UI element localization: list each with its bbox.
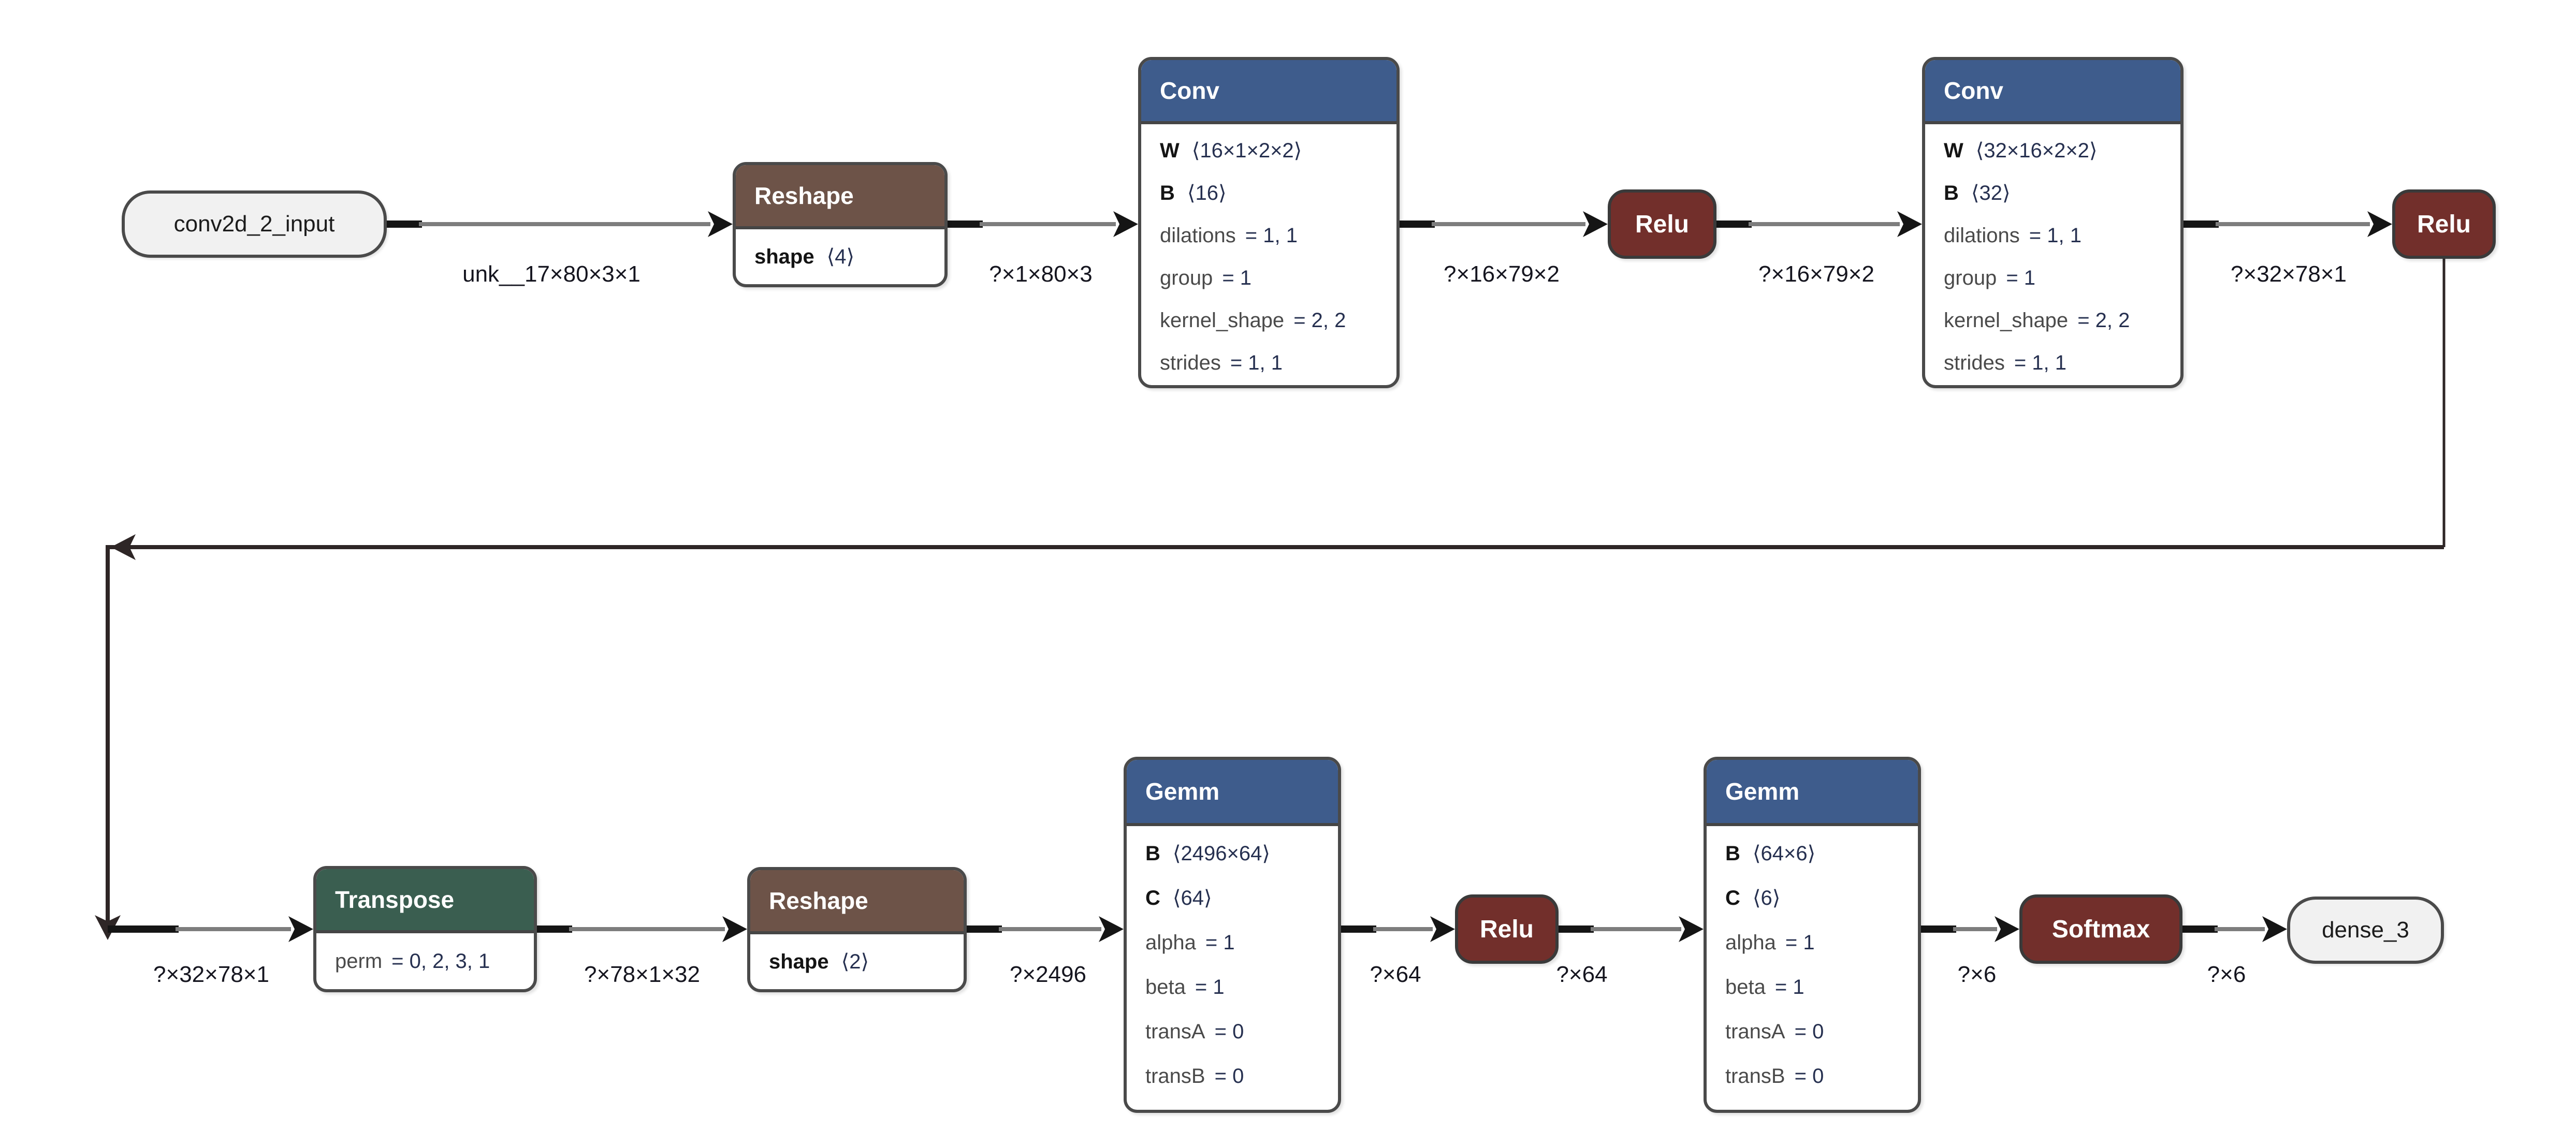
node-reshape-1-header[interactable]: Reshape xyxy=(736,165,944,229)
node-title: Reshape xyxy=(769,887,868,914)
node-title: Gemm xyxy=(1725,778,1800,805)
edge-label-gemm1-out: ?×64 xyxy=(1370,962,1421,987)
attr-row: transA= 0 xyxy=(1725,1020,1824,1043)
node-conv-1[interactable]: Conv W⟨16×1×2×2⟩ B⟨16⟩ dilations= 1, 1 g… xyxy=(1138,57,1400,388)
node-conv-2-header[interactable]: Conv xyxy=(1925,60,2180,124)
edge-label-transpose-out: ?×78×1×32 xyxy=(584,962,700,987)
attr-row: alpha= 1 xyxy=(1145,931,1235,954)
node-title: Conv xyxy=(1160,77,1219,104)
edge-label-reshape2-out: ?×2496 xyxy=(1009,962,1087,987)
attr-row: B⟨2496×64⟩ xyxy=(1145,842,1270,865)
node-gemm-1[interactable]: Gemm B⟨2496×64⟩ C⟨64⟩ alpha= 1 beta= 1 t… xyxy=(1124,757,1341,1113)
node-conv-1-body: W⟨16×1×2×2⟩ B⟨16⟩ dilations= 1, 1 group=… xyxy=(1141,124,1396,384)
node-title: Relu xyxy=(1479,915,1534,943)
node-conv-1-header[interactable]: Conv xyxy=(1141,60,1396,124)
attr-row: transB= 0 xyxy=(1145,1065,1244,1088)
edge-gemm2-to-softmax xyxy=(1921,916,2019,942)
node-relu-3[interactable]: Relu xyxy=(1455,894,1559,964)
edge-gemm1-to-relu3 xyxy=(1341,916,1455,942)
attr-row: transA= 0 xyxy=(1145,1020,1244,1043)
node-title: Relu xyxy=(2417,210,2471,238)
node-title: Reshape xyxy=(754,182,854,209)
node-title: Softmax xyxy=(2051,915,2150,943)
edge-softmax-to-output xyxy=(2182,916,2287,942)
node-transpose-body: perm = 0, 2, 3, 1 xyxy=(316,933,534,989)
input-shape: ⟨2⟩ xyxy=(841,950,869,973)
attr-row: group= 1 xyxy=(1160,267,1252,289)
attr-row: dilations= 1, 1 xyxy=(1160,224,1298,247)
edge-label-reshape1-out: ?×1×80×3 xyxy=(989,261,1093,287)
edge-label-gemm2-out: ?×6 xyxy=(1957,962,1997,987)
node-gemm-2-body: B⟨64×6⟩ C⟨6⟩ alpha= 1 beta= 1 transA= 0 … xyxy=(1707,826,1918,1098)
node-relu-2[interactable]: Relu xyxy=(2392,189,2496,259)
input-name: shape xyxy=(769,950,829,973)
node-gemm-1-header[interactable]: Gemm xyxy=(1127,760,1338,826)
node-title: Relu xyxy=(1635,210,1689,238)
node-gemm-2-header[interactable]: Gemm xyxy=(1707,760,1918,826)
node-input-conv2d_2_input[interactable]: conv2d_2_input xyxy=(122,190,387,258)
attr-row: C⟨6⟩ xyxy=(1725,887,1781,909)
edge-transpose-to-reshape2 xyxy=(537,916,747,942)
node-reshape-1-body: shape ⟨4⟩ xyxy=(736,229,944,284)
attr-row: W⟨32×16×2×2⟩ xyxy=(1944,139,2098,162)
node-gemm-1-body: B⟨2496×64⟩ C⟨64⟩ alpha= 1 beta= 1 transA… xyxy=(1127,826,1338,1098)
edge-label-input-shape: unk__17×80×3×1 xyxy=(462,261,641,287)
edge-label-relu1-out: ?×16×79×2 xyxy=(1758,261,1874,287)
attr-row: group= 1 xyxy=(1944,267,2036,289)
attr-row: W⟨16×1×2×2⟩ xyxy=(1160,139,1302,162)
attr-row: C⟨64⟩ xyxy=(1145,887,1212,909)
edge-relu1-to-conv2 xyxy=(1716,211,1922,237)
input-shape: ⟨4⟩ xyxy=(826,245,855,268)
node-relu-1[interactable]: Relu xyxy=(1608,189,1716,259)
edge-reshape1-to-conv1 xyxy=(948,211,1138,237)
attr-name: perm xyxy=(335,949,383,973)
node-reshape-2-body: shape ⟨2⟩ xyxy=(750,934,964,989)
attr-row: alpha= 1 xyxy=(1725,931,1815,954)
node-title: Conv xyxy=(1944,77,2003,104)
node-transpose-header[interactable]: Transpose xyxy=(316,869,534,933)
node-title: Gemm xyxy=(1145,778,1220,805)
edge-conv2-to-relu2 xyxy=(2184,211,2392,237)
input-label: conv2d_2_input xyxy=(173,211,335,237)
output-label: dense_3 xyxy=(2322,917,2409,943)
attr-row: strides= 1, 1 xyxy=(1160,351,1283,374)
attr-row: beta= 1 xyxy=(1725,976,1804,998)
attr-row: B⟨16⟩ xyxy=(1160,182,1227,204)
node-reshape-1[interactable]: Reshape shape ⟨4⟩ xyxy=(733,162,948,287)
edge-relu3-to-gemm2 xyxy=(1559,916,1704,942)
edge-reshape2-to-gemm1 xyxy=(967,916,1124,942)
node-softmax[interactable]: Softmax xyxy=(2019,894,2182,964)
node-conv-2[interactable]: Conv W⟨32×16×2×2⟩ B⟨32⟩ dilations= 1, 1 … xyxy=(1922,57,2184,388)
node-reshape-2[interactable]: Reshape shape ⟨2⟩ xyxy=(747,867,967,992)
edge-label-conv1-out: ?×16×79×2 xyxy=(1444,261,1560,287)
node-transpose[interactable]: Transpose perm = 0, 2, 3, 1 xyxy=(313,866,537,992)
edge-label-softmax-out: ?×6 xyxy=(2207,962,2246,987)
node-conv-2-body: W⟨32×16×2×2⟩ B⟨32⟩ dilations= 1, 1 group… xyxy=(1925,124,2180,384)
attr-row: transB= 0 xyxy=(1725,1065,1824,1088)
node-gemm-2[interactable]: Gemm B⟨64×6⟩ C⟨6⟩ alpha= 1 beta= 1 trans… xyxy=(1704,757,1921,1113)
edge-return-to-transpose xyxy=(108,916,313,942)
node-reshape-2-header[interactable]: Reshape xyxy=(750,870,964,934)
attr-row: strides= 1, 1 xyxy=(1944,351,2067,374)
attr-value: = 0, 2, 3, 1 xyxy=(391,949,490,973)
attr-row: B⟨64×6⟩ xyxy=(1725,842,1816,865)
attr-row: dilations= 1, 1 xyxy=(1944,224,2082,247)
input-name: shape xyxy=(754,245,814,268)
attr-row: kernel_shape= 2, 2 xyxy=(1160,309,1346,332)
attr-row: B⟨32⟩ xyxy=(1944,182,2011,204)
edge-conv1-to-relu1 xyxy=(1400,211,1608,237)
edge-label-relu3-out: ?×64 xyxy=(1556,962,1608,987)
edge-label-relu2-out: ?×32×78×1 xyxy=(153,962,269,987)
attr-row: beta= 1 xyxy=(1145,976,1225,998)
attr-row: kernel_shape= 2, 2 xyxy=(1944,309,2130,332)
node-output-dense_3[interactable]: dense_3 xyxy=(2287,897,2444,964)
node-title: Transpose xyxy=(335,886,455,913)
edge-input-to-reshape1 xyxy=(387,211,733,237)
edge-label-conv2-out: ?×32×78×1 xyxy=(2231,261,2347,287)
